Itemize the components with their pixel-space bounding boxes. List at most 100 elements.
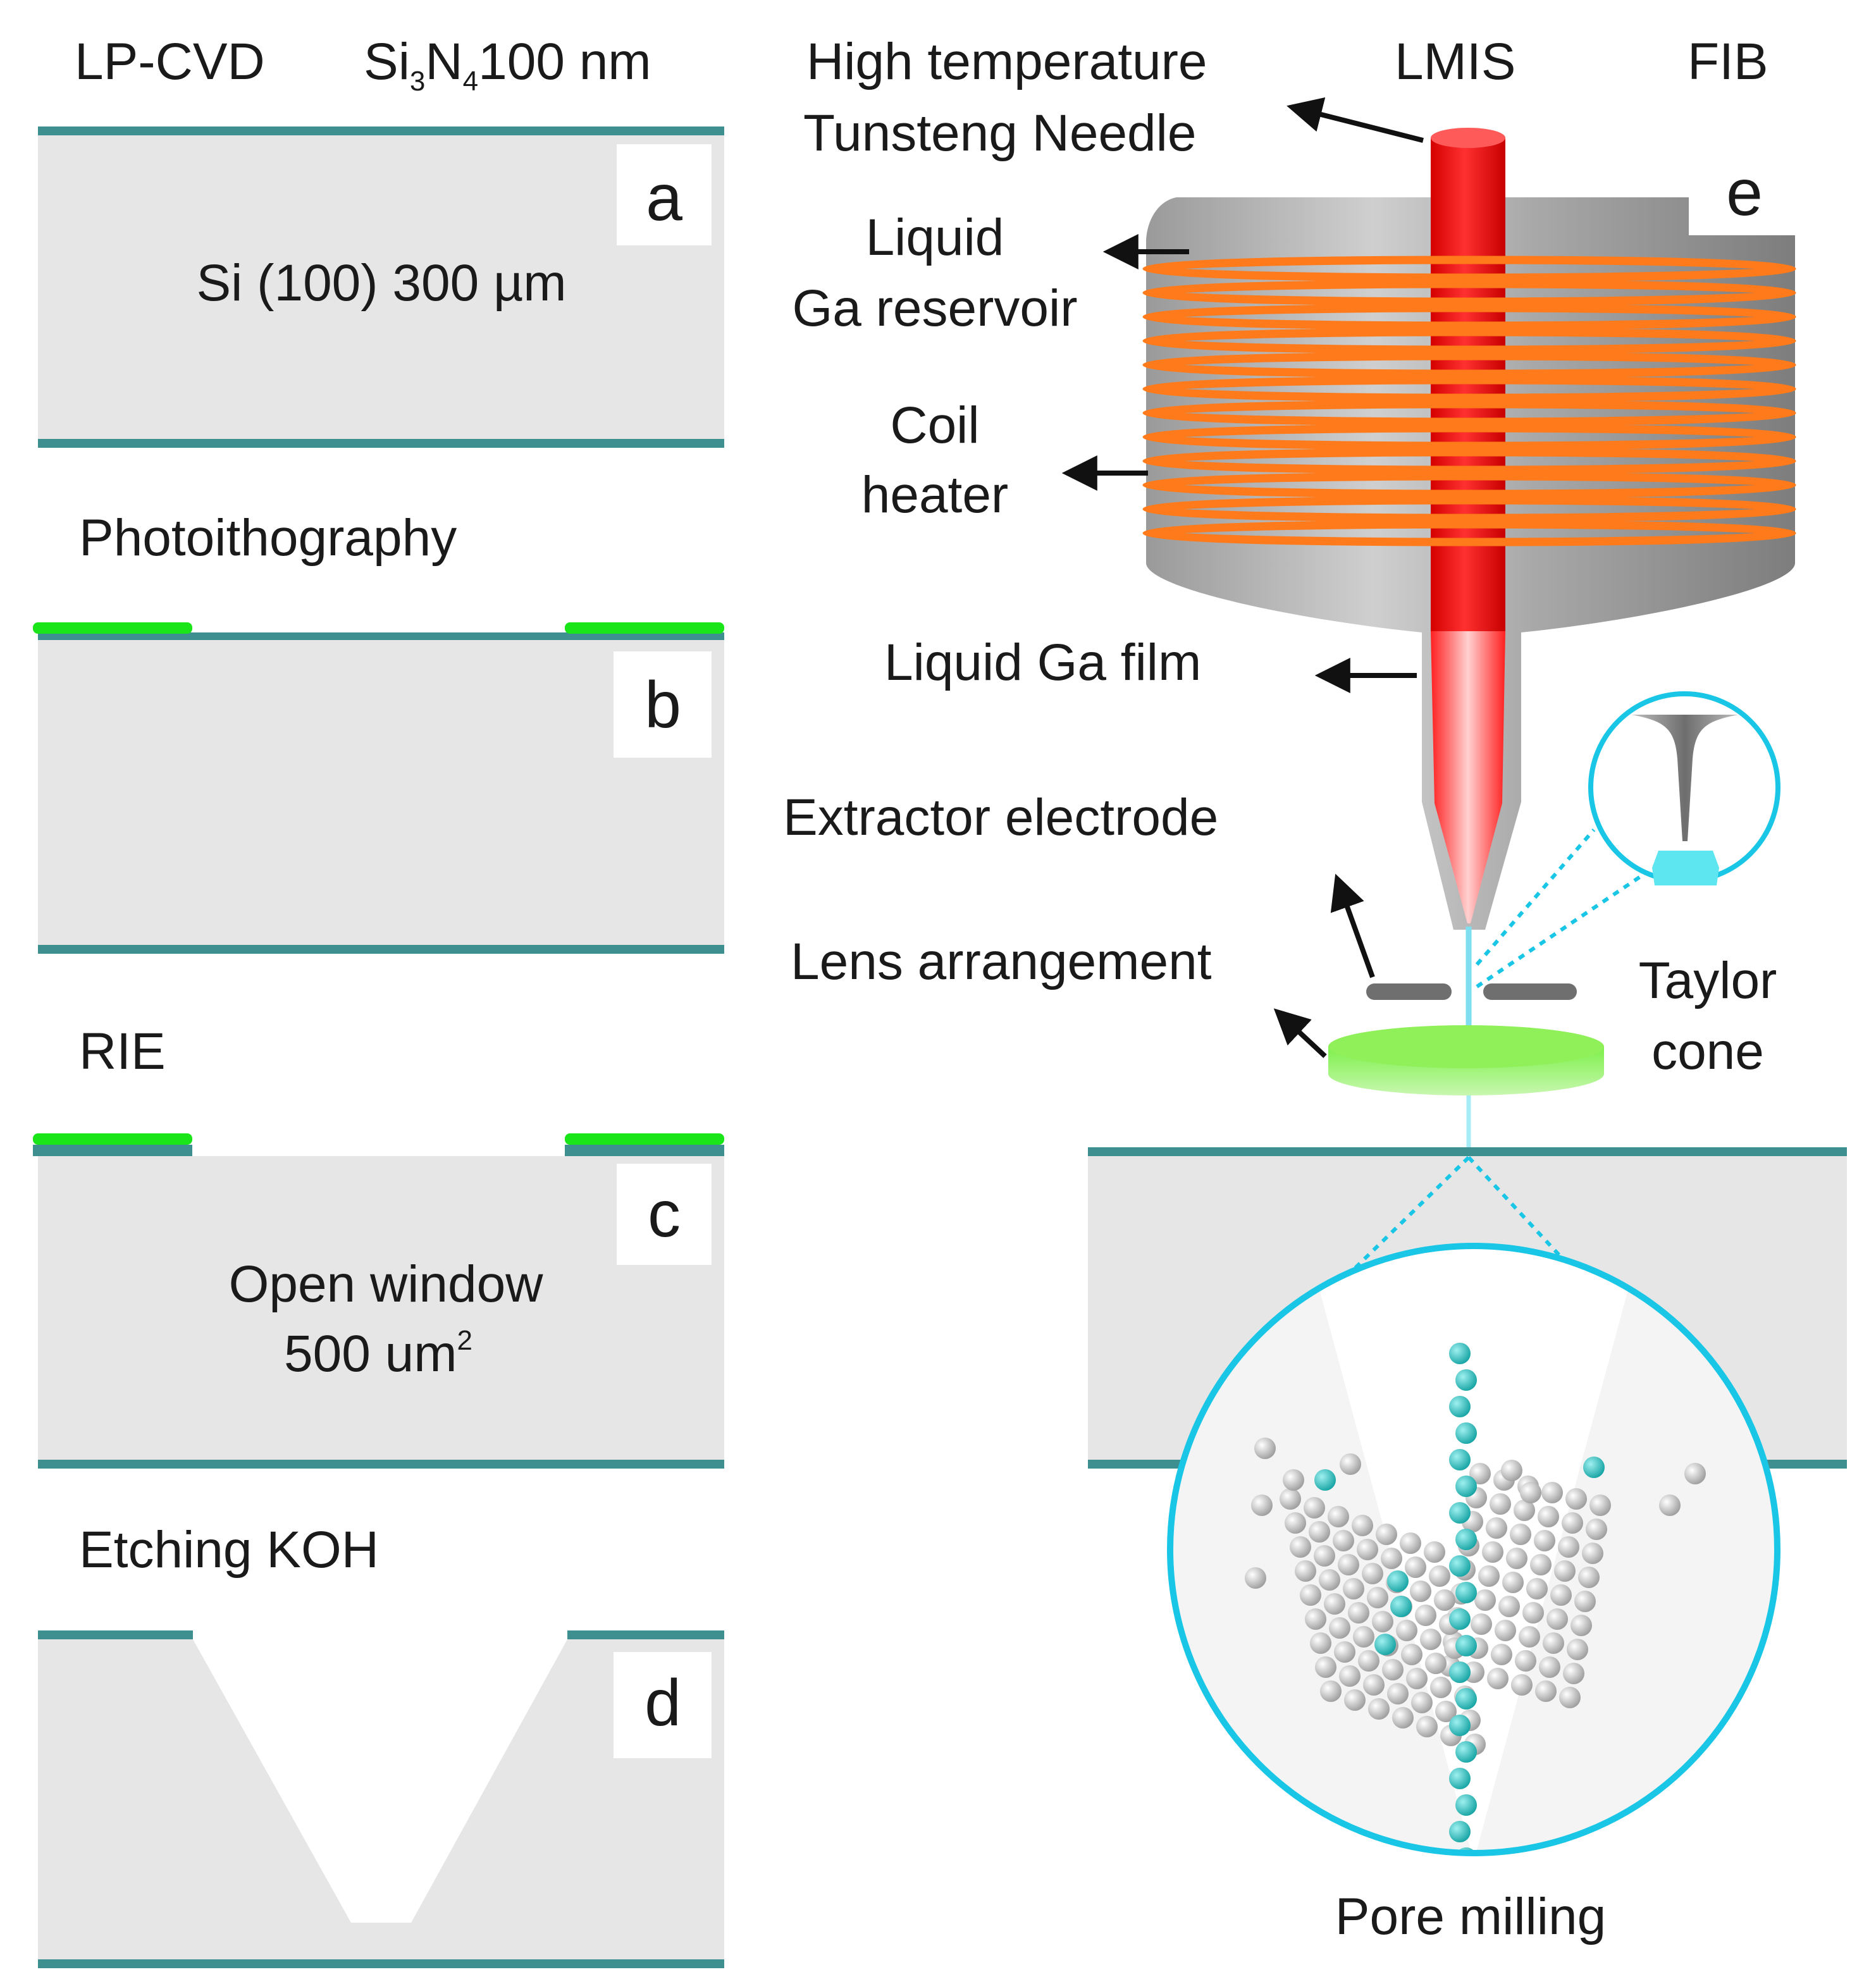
silicon-atom bbox=[1490, 1493, 1511, 1515]
silicon-atom bbox=[1514, 1500, 1535, 1521]
silicon-atom bbox=[1304, 1497, 1325, 1519]
silicon-atom bbox=[1358, 1650, 1379, 1672]
silicon-atom bbox=[1400, 1532, 1421, 1554]
needle-label-line1: High temperature bbox=[806, 33, 1207, 90]
silicon-atom bbox=[1474, 1589, 1496, 1611]
step-d-title: Etching KOH bbox=[79, 1521, 379, 1579]
gallium-ion bbox=[1449, 1396, 1471, 1417]
silicon-atom bbox=[1554, 1560, 1576, 1582]
tungsten-needle bbox=[1431, 138, 1505, 631]
silicon-atom bbox=[1368, 1698, 1390, 1720]
inset-guide-lower bbox=[1476, 874, 1643, 989]
silicon-atom bbox=[1245, 1567, 1266, 1589]
silicon-atom bbox=[1357, 1539, 1378, 1560]
gallium-ion bbox=[1449, 1502, 1471, 1524]
gallium-ion bbox=[1449, 1343, 1471, 1364]
pore-milling-zoom-border bbox=[1167, 1243, 1780, 1856]
silicon-etched-d bbox=[38, 1639, 724, 1959]
silicon-atom bbox=[1401, 1644, 1422, 1665]
silicon-atom bbox=[1415, 1605, 1436, 1626]
taylor-label-line2: cone bbox=[1651, 1023, 1764, 1080]
ga-film-label: Liquid Ga film bbox=[884, 634, 1201, 691]
silicon-atom bbox=[1315, 1656, 1336, 1678]
silicon-atom bbox=[1254, 1438, 1276, 1459]
gallium-ion bbox=[1455, 1635, 1477, 1656]
coil-label-line1: Coil bbox=[890, 397, 979, 454]
gallium-ion bbox=[1449, 1661, 1471, 1683]
silicon-atom bbox=[1406, 1668, 1428, 1689]
coil-ring bbox=[1142, 256, 1796, 282]
silicon-atom bbox=[1530, 1554, 1552, 1575]
silicon-atom bbox=[1283, 1469, 1304, 1491]
silicon-atom bbox=[1430, 1677, 1452, 1698]
silicon-atom bbox=[1559, 1687, 1581, 1708]
silicon-atom bbox=[1491, 1644, 1512, 1665]
needle-label-line2: Tunsteng Needle bbox=[803, 104, 1197, 162]
panel-letter-box-b bbox=[614, 651, 712, 758]
pore-milling-label: Pore milling bbox=[1335, 1888, 1606, 1945]
silicon-atom bbox=[1392, 1707, 1414, 1729]
coil-ring bbox=[1142, 448, 1796, 474]
silicon-atom bbox=[1280, 1488, 1301, 1510]
extractor-electrode-left bbox=[1366, 983, 1452, 1000]
silicon-atom bbox=[1382, 1659, 1404, 1680]
coil-label-line2: heater bbox=[861, 466, 1009, 524]
step-a-body: Si (100) 300 µm bbox=[196, 254, 566, 312]
silicon-wafer-a bbox=[38, 135, 724, 439]
zoom-shade-right bbox=[1467, 1252, 1777, 1853]
step-a-title-right: Si3N4100 nm bbox=[364, 33, 651, 97]
silicon-atom bbox=[1435, 1701, 1457, 1722]
gallium-ion bbox=[1455, 1476, 1477, 1497]
gallium-ion bbox=[1387, 1570, 1409, 1592]
nitride-top-a bbox=[38, 126, 724, 135]
silicon-atom bbox=[1362, 1563, 1383, 1584]
gallium-ion bbox=[1449, 1555, 1471, 1577]
gallium-ion bbox=[1455, 1794, 1477, 1816]
silicon-atom bbox=[1541, 1482, 1563, 1503]
silicon-atom bbox=[1387, 1683, 1409, 1704]
silicon-atom bbox=[1339, 1665, 1361, 1687]
panel-letter-a: a bbox=[646, 161, 682, 235]
silicon-atom bbox=[1420, 1629, 1441, 1650]
silicon-atom bbox=[1482, 1541, 1503, 1563]
silicon-atom bbox=[1424, 1541, 1445, 1563]
silicon-atom bbox=[1567, 1639, 1588, 1660]
silicon-atom bbox=[1320, 1680, 1342, 1702]
step-c-title: RIE bbox=[79, 1023, 166, 1080]
silicon-atom bbox=[1251, 1494, 1273, 1516]
step-c-body-line1: Open window bbox=[229, 1255, 544, 1313]
gallium-ion bbox=[1455, 1369, 1477, 1391]
silicon-atom bbox=[1478, 1565, 1500, 1587]
photoresist-right-c bbox=[565, 1133, 724, 1145]
silicon-atom bbox=[1498, 1596, 1520, 1617]
step-b: Photoithography b bbox=[33, 509, 724, 954]
inset-guide-upper bbox=[1475, 829, 1596, 966]
gallium-ion bbox=[1449, 1768, 1471, 1789]
nitride-right-c bbox=[565, 1145, 724, 1156]
panel-letter-box-a bbox=[617, 144, 712, 245]
taylor-cone-emission bbox=[1652, 851, 1719, 885]
silicon-atom bbox=[1381, 1548, 1402, 1569]
panel-letter-box-c bbox=[617, 1164, 712, 1265]
lens-top bbox=[1328, 1025, 1604, 1068]
silicon-atom bbox=[1425, 1653, 1447, 1674]
atom-lattice bbox=[1245, 1343, 1706, 1853]
nitride-bottom-a bbox=[38, 439, 724, 448]
silicon-atom bbox=[1295, 1560, 1316, 1582]
gallium-ion bbox=[1455, 1688, 1477, 1710]
nitride-left-d bbox=[38, 1630, 193, 1639]
lens-arrow bbox=[1273, 1008, 1327, 1058]
silicon-atom bbox=[1314, 1545, 1335, 1567]
coil-ring bbox=[1142, 304, 1796, 330]
silicon-atom bbox=[1522, 1602, 1544, 1624]
silicon-atom bbox=[1329, 1617, 1350, 1639]
silicon-atom bbox=[1410, 1581, 1431, 1602]
needle-arrow bbox=[1287, 97, 1424, 143]
silicon-atom bbox=[1526, 1578, 1548, 1599]
silicon-atom bbox=[1550, 1584, 1572, 1606]
zoom-guide-left bbox=[1295, 1155, 1471, 1327]
silicon-atom bbox=[1486, 1517, 1507, 1539]
silicon-atom bbox=[1333, 1530, 1354, 1551]
coil-ring bbox=[1142, 472, 1796, 498]
